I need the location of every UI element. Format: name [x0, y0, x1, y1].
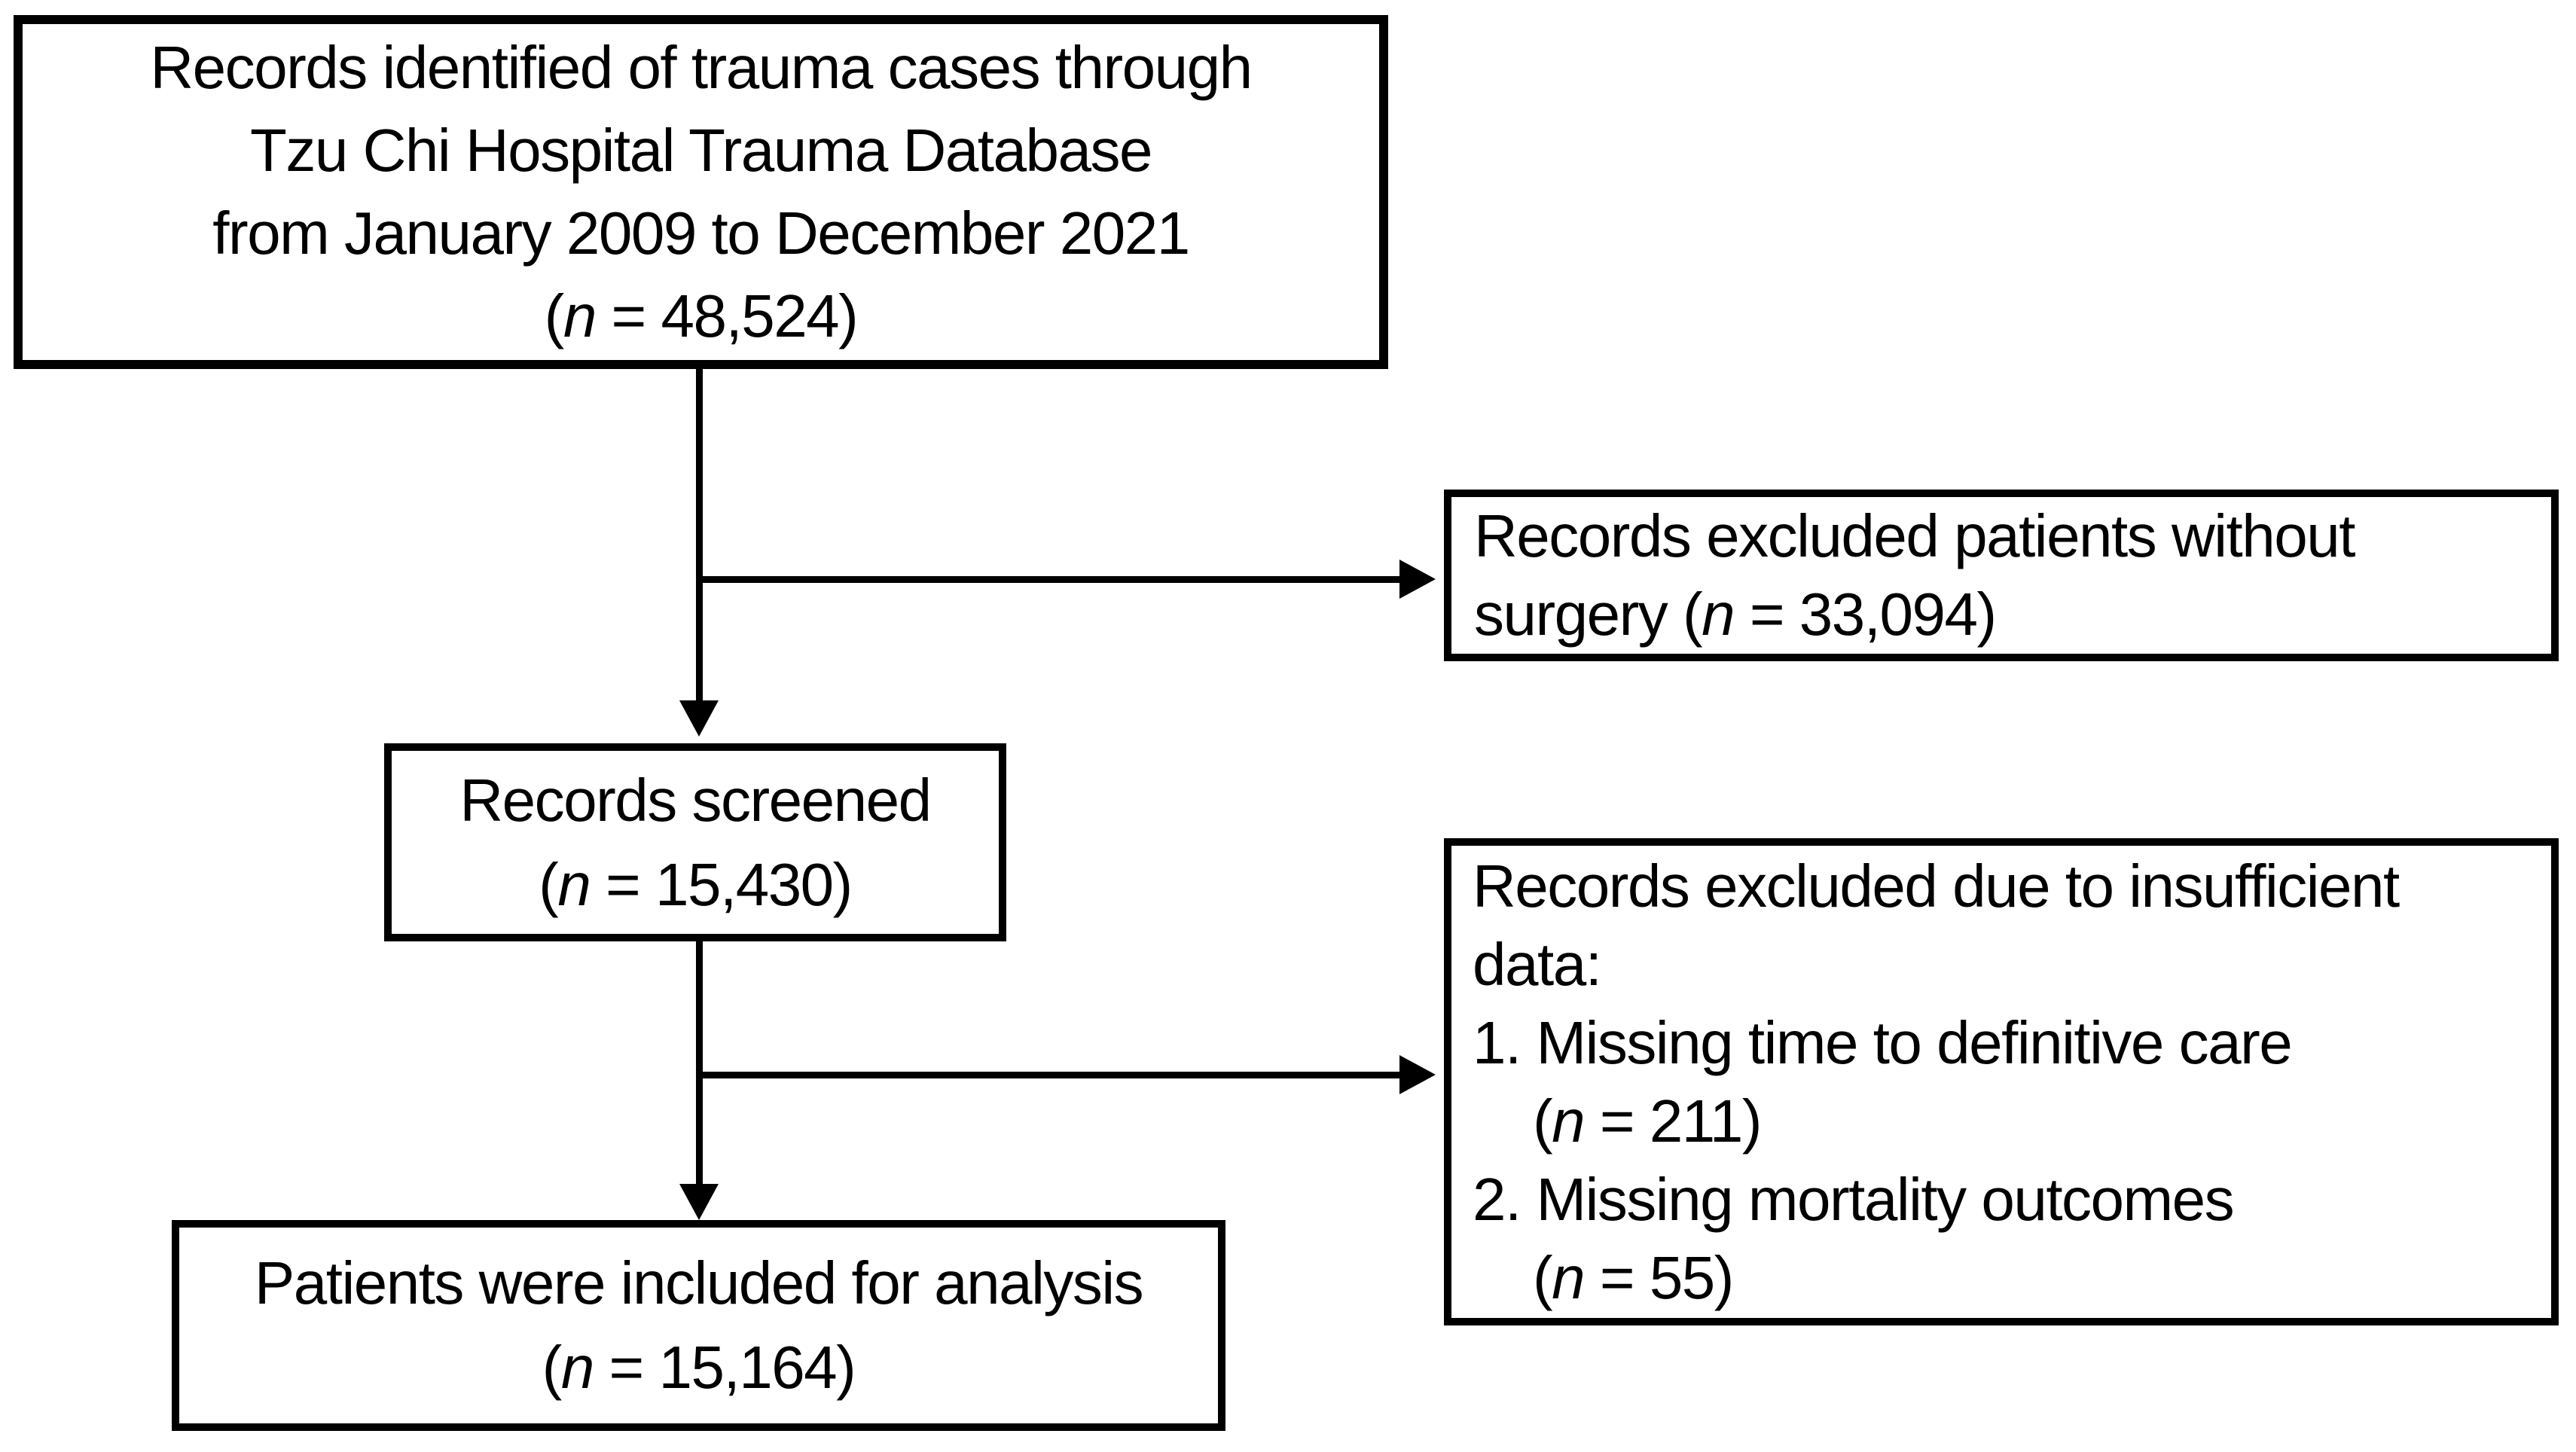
patients-included-line: Patients were included for analysis	[254, 1249, 1144, 1316]
italic-n: n	[560, 1334, 595, 1401]
count-value: = 15,164)	[593, 1334, 856, 1401]
connector-branch-to-excluded-data-line	[696, 1072, 1402, 1078]
italic-n: n	[563, 282, 597, 349]
count-value: = 15,430)	[590, 850, 853, 918]
box-records-excluded-insufficient-data: Records excluded due to insufficient dat…	[1444, 838, 2559, 1325]
excluded-data-item-1-count: (n = 211)	[1473, 1082, 1763, 1161]
count-value: = 55)	[1584, 1243, 1735, 1311]
italic-n: n	[1552, 1243, 1586, 1311]
excluded-surgery-line-2-prefix: surgery	[1474, 581, 1683, 648]
excluded-data-title-line-2: data:	[1473, 930, 1602, 998]
paren-open: (	[544, 282, 565, 349]
arrowhead-down-to-included-icon	[679, 1184, 719, 1220]
records-identified-line-2: Tzu Chi Hospital Trauma Database	[250, 117, 1153, 184]
box-records-screened: Records screened (n = 15,430)	[384, 743, 1006, 941]
excluded-data-title-line-1: Records excluded due to insufficient	[1473, 852, 2400, 920]
excluded-data-item-2-label: 2. Missing mortality outcomes	[1473, 1165, 2235, 1233]
italic-n: n	[1702, 581, 1735, 648]
italic-n: n	[557, 850, 591, 918]
count-value: = 48,524)	[595, 282, 859, 349]
records-screened-line: Records screened	[459, 766, 932, 834]
connector-branch-to-excluded-surgery-line	[696, 576, 1402, 583]
paren-open: (	[1533, 1087, 1553, 1155]
arrowhead-down-to-screened-icon	[679, 700, 719, 737]
paren-open: (	[1682, 581, 1703, 648]
arrowhead-right-to-excluded-surgery-icon	[1399, 560, 1436, 599]
paren-open: (	[539, 850, 559, 918]
count-value: = 211)	[1584, 1087, 1763, 1155]
box-patients-included: Patients were included for analysis (n =…	[172, 1220, 1225, 1431]
connector-screened-to-included-line	[696, 941, 703, 1190]
excluded-data-item-1-label: 1. Missing time to definitive care	[1473, 1008, 2293, 1076]
patients-included-count: (n = 15,164)	[542, 1325, 856, 1410]
records-identified-line-3: from January 2009 to December 2021	[212, 200, 1190, 267]
records-identified-line-1: Records identified of trauma cases throu…	[150, 34, 1253, 101]
count-value: = 33,094)	[1734, 581, 1997, 648]
italic-n: n	[1552, 1087, 1586, 1155]
excluded-surgery-line-1: Records excluded patients without	[1474, 502, 2355, 569]
paren-open: (	[542, 1334, 563, 1401]
connector-identified-to-screened-line	[696, 369, 703, 704]
records-screened-count: (n = 15,430)	[539, 843, 853, 927]
arrowhead-right-to-excluded-data-icon	[1399, 1055, 1436, 1094]
records-identified-count: (n = 48,524)	[544, 275, 859, 358]
excluded-data-item-2-count: (n = 55)	[1473, 1239, 1735, 1317]
box-records-excluded-no-surgery: Records excluded patients without surger…	[1444, 490, 2559, 661]
box-records-identified: Records identified of trauma cases throu…	[14, 15, 1388, 369]
paren-open: (	[1533, 1243, 1553, 1311]
excluded-surgery-line-2: surgery (n = 33,094)	[1474, 575, 1997, 654]
